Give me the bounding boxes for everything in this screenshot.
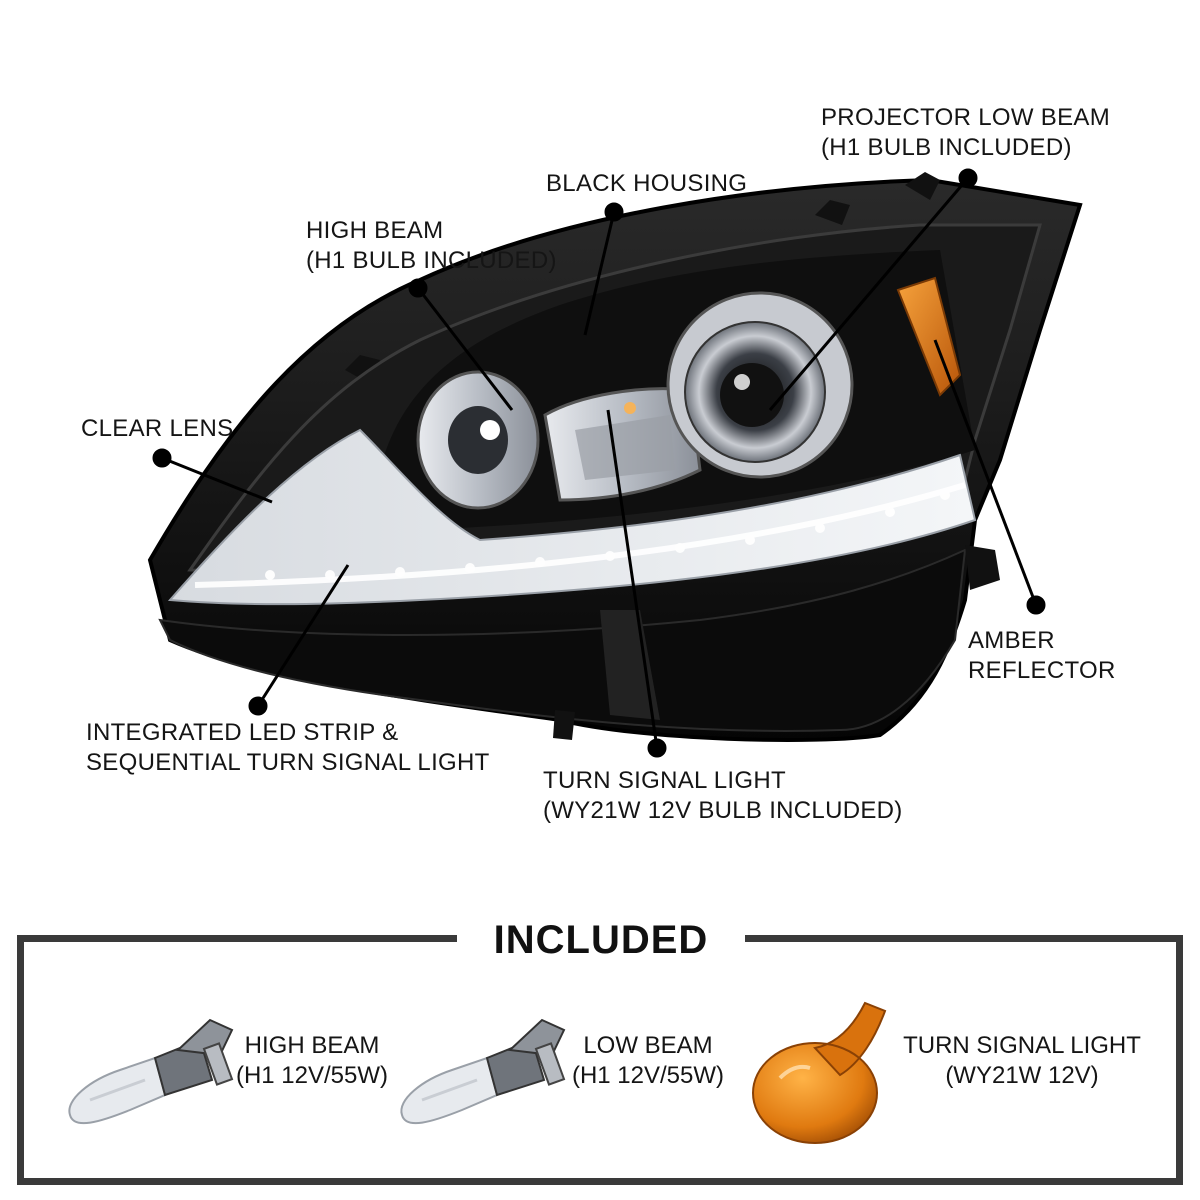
callout-amber-reflector: AMBER REFLECTOR	[968, 627, 1116, 684]
included-title: INCLUDED	[493, 918, 709, 962]
callout-projector-low-beam: PROJECTOR LOW BEAM (H1 BULB INCLUDED)	[821, 104, 1110, 161]
callout-led-strip: INTEGRATED LED STRIP & SEQUENTIAL TURN S…	[86, 719, 490, 776]
callout-high-beam: HIGH BEAM (H1 BULB INCLUDED)	[306, 217, 557, 274]
headlight-illustration	[147, 168, 1083, 758]
h1-bulb-icon	[68, 1018, 234, 1125]
included-frame-top-left	[17, 935, 457, 942]
included-frame	[17, 935, 1183, 1185]
h1-bulb-icon	[400, 1018, 566, 1125]
led-strip	[167, 428, 977, 606]
included-item-turn-signal: TURN SIGNAL LIGHT (WY21W 12V)	[903, 1032, 1141, 1089]
included-frame-top-right	[745, 935, 1183, 942]
callout-turn-signal: TURN SIGNAL LIGHT (WY21W 12V BULB INCLUD…	[543, 767, 903, 824]
callout-black-housing: BLACK HOUSING	[546, 170, 748, 197]
included-item-low-beam: LOW BEAM (H1 12V/55W)	[571, 1032, 725, 1089]
amber-wedge-bulb-icon	[752, 1001, 887, 1144]
callout-clear-lens: CLEAR LENS	[81, 415, 234, 442]
included-item-high-beam: HIGH BEAM (H1 12V/55W)	[235, 1032, 389, 1089]
